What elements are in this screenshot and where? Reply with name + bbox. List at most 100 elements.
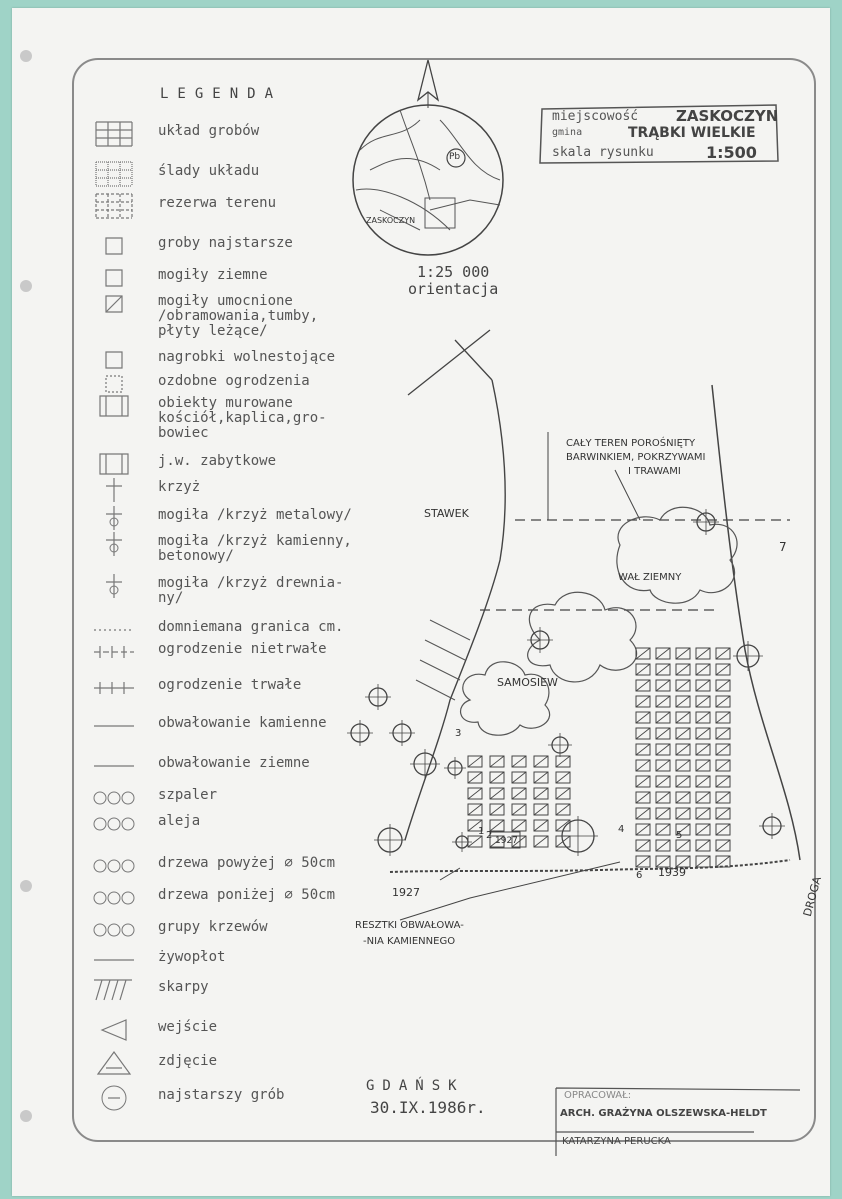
shrub-group (616, 506, 738, 604)
prepared-label: OPRACOWAŁ: (564, 1090, 632, 1101)
grave-mark (675, 855, 691, 868)
grave-hatch (715, 807, 731, 820)
scale-label: skala rysunku (552, 145, 654, 160)
tree-row-icon (93, 791, 135, 805)
grave-mark (511, 803, 527, 816)
tree-spikes (347, 720, 373, 746)
grave-mark (695, 759, 711, 772)
grave-mark (467, 819, 483, 832)
grave-mark (675, 743, 691, 756)
grave-hatch (635, 807, 651, 820)
grave-hatch (489, 755, 505, 768)
legend-label: drzewa powyżej ⌀ 50cm (158, 855, 336, 871)
grave-mark (467, 755, 483, 768)
grave-hatch (489, 771, 505, 784)
legend-label: mogiła /krzyż metalowy/ (158, 507, 352, 523)
grave-hatch (695, 759, 711, 772)
grave-mark (489, 771, 505, 784)
grave-mark (715, 743, 731, 756)
legend-label: mogiły ziemne (158, 267, 268, 283)
grave-mark (467, 803, 483, 816)
grave-hatch (655, 807, 671, 820)
grave-mark (675, 647, 691, 660)
grave-hatch (655, 743, 671, 756)
grave-mark (533, 755, 549, 768)
grave-mark (695, 775, 711, 788)
place-value: ZASKOCZYN (676, 107, 779, 125)
binder-hole (20, 50, 32, 62)
grave-hatch (635, 647, 651, 660)
grave-mark (675, 711, 691, 724)
grave-mark (715, 759, 731, 772)
legend-label: groby najstarsze (158, 235, 293, 251)
oldest-grave-icon (101, 1085, 127, 1111)
grave-hatch (467, 819, 483, 832)
grave-hatch (655, 791, 671, 804)
hedge-icon (94, 959, 134, 961)
binder-hole (20, 880, 32, 892)
grave-hatch (715, 839, 731, 852)
grave-hatch (695, 727, 711, 740)
grave-mark (695, 695, 711, 708)
grave-mark (675, 679, 691, 692)
shrub-group (527, 591, 638, 683)
grave-mark (635, 807, 651, 820)
legend-label: krzyż (158, 479, 201, 495)
grave-hatch (655, 775, 671, 788)
large-tree-icon (93, 859, 135, 873)
grave-hatch (695, 823, 711, 836)
grave-mark (695, 647, 711, 660)
grave-hatch (467, 771, 483, 784)
grave-hatch (675, 791, 691, 804)
grave-hatch (715, 759, 731, 772)
dashed-grid-icon (95, 193, 133, 219)
legend-label: ogrodzenie trwałe (158, 677, 302, 693)
grave-mark (655, 647, 671, 660)
legend-label: obiekty murowane kościół,kaplica,gro- bo… (158, 395, 327, 441)
legend-label: grupy krzewów (158, 919, 268, 935)
grave-hatch (489, 787, 505, 800)
grave-mark (695, 823, 711, 836)
village-label: ZASKOCZYN (366, 216, 416, 225)
grave-hatch (635, 775, 651, 788)
grave-mark (511, 819, 527, 832)
grave-mark (695, 791, 711, 804)
earth-embankment-icon (94, 765, 134, 767)
grave-mark (675, 791, 691, 804)
grave-mark (533, 771, 549, 784)
grave-mark (675, 775, 691, 788)
grave-hatch (715, 791, 731, 804)
grave-mark (715, 711, 731, 724)
place-label: miejscowość (552, 109, 639, 124)
grave-hatch (695, 775, 711, 788)
grave-mark (675, 727, 691, 740)
grave-hatch (511, 787, 527, 800)
grave-hatch (467, 803, 483, 816)
legend-label: układ grobów (158, 123, 260, 139)
solid-fence-icon (94, 682, 134, 694)
grave-hatch (715, 663, 731, 676)
grave-hatch (695, 695, 711, 708)
grave-hatch (715, 855, 731, 868)
grave-mark (695, 727, 711, 740)
tree-spikes (410, 749, 440, 779)
tree-spikes (452, 832, 472, 852)
legend-label: j.w. zabytkowe (158, 453, 277, 469)
grave-mark (635, 743, 651, 756)
grave-mark (715, 855, 731, 868)
grave-hatch (695, 807, 711, 820)
grave-hatch (489, 835, 505, 848)
grave-mark (511, 787, 527, 800)
grave-hatch (655, 839, 671, 852)
grave-mark (635, 663, 651, 676)
grave-hatch (555, 787, 571, 800)
grave-mark (715, 679, 731, 692)
tree-spikes (527, 627, 553, 653)
orientation-caption: orientacja (408, 280, 499, 298)
year-label: 1939 (658, 866, 686, 879)
grave-hatch (655, 647, 671, 660)
grave-hatch (675, 647, 691, 660)
grave-hatch (489, 819, 505, 832)
grave-mark (555, 755, 571, 768)
stone-remains-label: RESZTKI OBWAŁOWA- (355, 920, 464, 931)
